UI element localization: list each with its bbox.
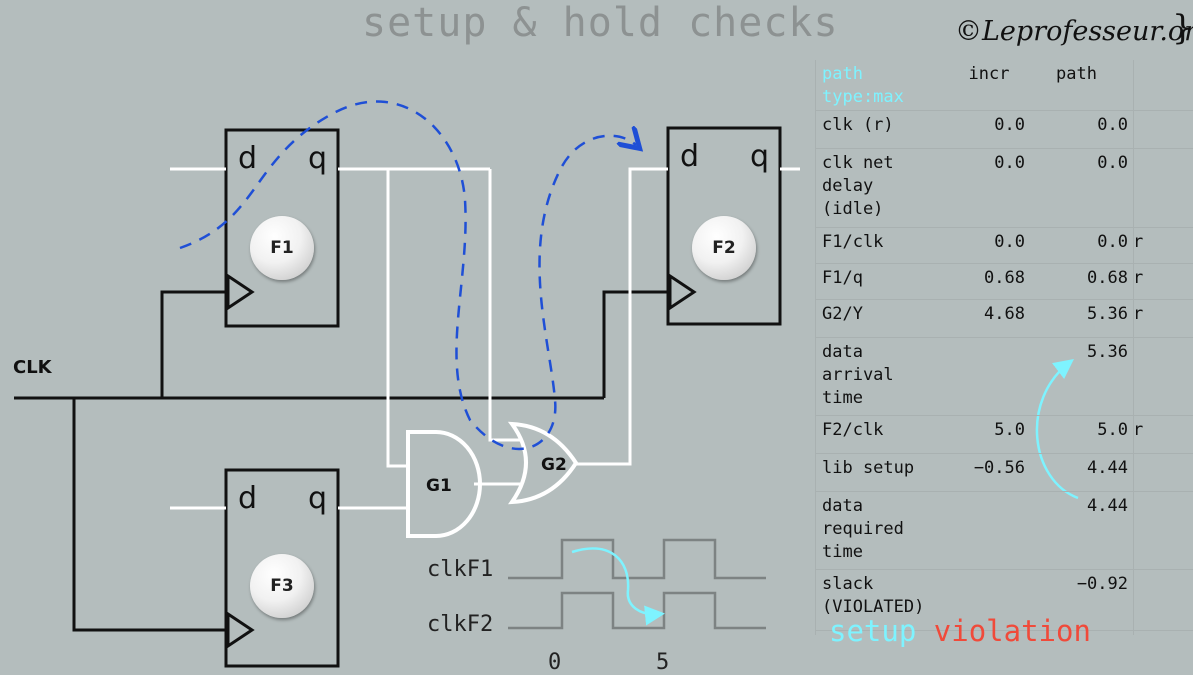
table-row: data arrival time 5.36: [815, 338, 1193, 416]
row-path: 0.0: [1097, 232, 1128, 252]
table-row: lib setup −0.56 4.44: [815, 454, 1193, 492]
row-point: F1/clk: [822, 232, 884, 252]
table-header: path type:max incr path: [815, 60, 1193, 111]
status-line: setup violation: [829, 614, 1091, 648]
gate-g1: [406, 430, 482, 538]
row-point: slack (VIOLATED): [822, 574, 925, 617]
data-wires: [170, 167, 800, 510]
row-path: −0.92: [1076, 574, 1128, 594]
table-row: slack (VIOLATED) −0.92: [815, 570, 1193, 631]
g1-label: G1: [426, 476, 452, 496]
clkf2-label: clkF2: [427, 612, 494, 637]
row-incr: 0.0: [994, 232, 1025, 252]
row-point: F1/q: [822, 268, 863, 288]
critical-path: [179, 100, 636, 451]
table-row: clk (r) 0.0 0.0: [815, 111, 1193, 149]
row-point: G2/Y: [822, 304, 863, 324]
slack-arrow: [1035, 358, 1079, 500]
status-setup: setup: [829, 614, 917, 648]
f1-name-bubble: F1: [250, 216, 314, 280]
row-path: 5.36: [1087, 304, 1128, 324]
row-edge: r: [1133, 420, 1144, 440]
column-header-incr: incr: [968, 64, 1010, 84]
f1-q-label: q: [308, 141, 328, 176]
f2-name-bubble: F2: [692, 216, 756, 280]
clock-waveforms: [508, 538, 766, 630]
row-incr: 0.0: [994, 153, 1025, 173]
row-path: 0.68: [1087, 268, 1128, 288]
row-path: 4.44: [1087, 496, 1128, 516]
row-edge: r: [1133, 304, 1144, 324]
column-header-path: path: [1056, 64, 1097, 84]
flipflop-f1: [224, 128, 340, 328]
clkf1-label: clkF1: [427, 557, 494, 582]
status-violation: violation: [933, 614, 1091, 648]
axis-label-5: 5: [656, 650, 670, 675]
page-title: setup & hold checks: [362, 0, 839, 46]
row-path: 0.0: [1097, 153, 1128, 173]
clock-network: [14, 290, 668, 632]
brand-logo: ©Leprofesseur.org: [955, 16, 1193, 47]
row-incr: −0.56: [973, 458, 1025, 478]
table-row: data required time 4.44: [815, 492, 1193, 570]
f2-q-label: q: [750, 139, 770, 174]
f3-q-label: q: [308, 481, 328, 516]
f2-d-label: d: [680, 139, 700, 174]
table-grid-line: [1133, 60, 1134, 635]
row-path: 5.0: [1097, 420, 1128, 440]
row-point: clk (r): [822, 115, 894, 135]
row-incr: 5.0: [994, 420, 1025, 440]
row-incr: 0.68: [984, 268, 1025, 288]
column-header-path-type: path type:max: [822, 64, 904, 107]
row-point: lib setup: [822, 458, 915, 478]
f3-d-label: d: [238, 481, 258, 516]
row-edge: r: [1133, 232, 1144, 252]
gate-g2: [507, 421, 579, 505]
row-point: F2/clk: [822, 420, 884, 440]
table-row: clk net delay (idle) 0.0 0.0: [815, 149, 1193, 228]
row-path: 0.0: [1097, 115, 1128, 135]
table-grid-line: [815, 60, 816, 635]
row-incr: 0.0: [994, 115, 1025, 135]
flipflop-f3: [224, 468, 340, 668]
row-path: 4.44: [1087, 458, 1128, 478]
row-point: data required time: [822, 496, 904, 562]
flipflop-f2: [666, 126, 782, 326]
row-edge: r: [1133, 268, 1144, 288]
row-path: 5.36: [1087, 342, 1128, 362]
f3-name-bubble: F3: [250, 554, 314, 618]
axis-label-0: 0: [548, 650, 562, 675]
waveform-arrow: [571, 547, 665, 626]
row-point: clk net delay (idle): [822, 153, 894, 219]
clk-label: CLK: [13, 357, 52, 378]
row-incr: 4.68: [984, 304, 1025, 324]
g2-label: G2: [541, 455, 567, 475]
row-point: data arrival time: [822, 342, 894, 408]
brace-glyph: }: [1172, 8, 1193, 48]
f1-d-label: d: [238, 141, 258, 176]
